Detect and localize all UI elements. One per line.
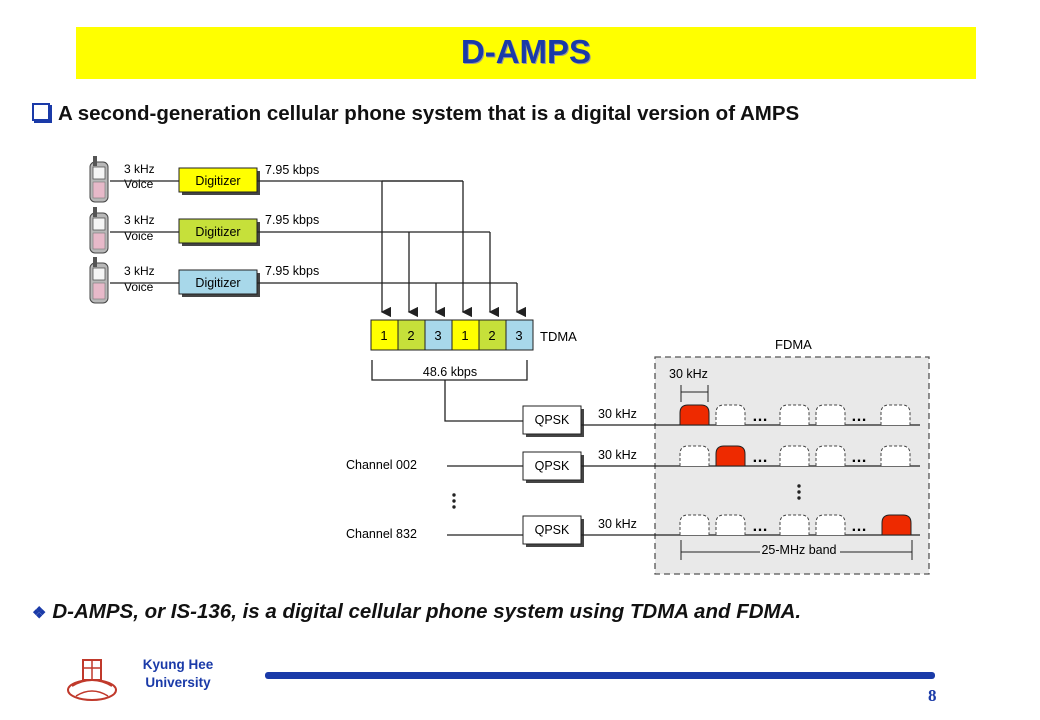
bullet-summary-text: D-AMPS, or IS-136, is a digital cellular… [52, 600, 802, 623]
svg-text:…: … [851, 518, 867, 535]
cell-phone-icon [89, 155, 109, 203]
tdma-slot: 2 [488, 328, 495, 343]
fdma-label: FDMA [775, 337, 812, 352]
slide-title: D-AMPS [460, 33, 592, 70]
bullet-summary: ❖ D-AMPS, or IS-136, is a digital cellula… [32, 600, 801, 624]
university-logo-icon [67, 659, 117, 701]
channel-row-1: QPSK 30 kHz … … [522, 404, 920, 437]
channel-002-label: Channel 002 [346, 458, 417, 472]
channel-row-832: Channel 832 QPSK 30 kHz … … [346, 514, 920, 547]
bullet-intro: A second-generation cellular phone syste… [32, 102, 799, 126]
channel-832-label: Channel 832 [346, 527, 417, 541]
voice-label-top: 3 kHz [124, 264, 155, 278]
tdma-slot: 1 [380, 328, 387, 343]
channel-row-2: Channel 002 QPSK 30 kHz … … [346, 445, 920, 483]
qpsk-label: QPSK [535, 413, 570, 427]
tdma-label: TDMA [540, 329, 577, 344]
tdma-slot: 3 [515, 328, 522, 343]
band-dimension: 25-MHz band [680, 540, 913, 560]
rate-label: 7.95 kbps [265, 163, 319, 177]
band-width-label: 30 kHz [669, 367, 708, 381]
rate-label: 7.95 kbps [265, 264, 319, 278]
voice-label-top: 3 kHz [124, 213, 155, 227]
digitizer-label: Digitizer [195, 174, 240, 188]
svg-text:…: … [851, 408, 867, 425]
band-label: 30 kHz [598, 407, 637, 421]
voice-source-2: 3 kHz Voice Digitizer 7.95 kbps [89, 206, 490, 254]
voice-source-1: 3 kHz Voice Digitizer 7.95 kbps [89, 155, 463, 203]
footer-divider [265, 672, 935, 679]
band-label: 30 kHz [598, 517, 637, 531]
tdma-slot: 2 [407, 328, 414, 343]
bullet-intro-text: A second-generation cellular phone syste… [58, 102, 800, 125]
svg-text:…: … [752, 518, 768, 535]
vertical-ellipsis [452, 484, 801, 509]
voice-label-bottom: Voice [124, 229, 154, 243]
digitizer-label: Digitizer [195, 225, 240, 239]
tdma-slot: 1 [461, 328, 468, 343]
voice-source-3: 3 kHz Voice Digitizer 7.95 kbps [89, 256, 517, 304]
svg-text:…: … [752, 408, 768, 425]
voice-label-bottom: Voice [124, 280, 154, 294]
rate-label: 7.95 kbps [265, 213, 319, 227]
multiplex-arrows [380, 180, 527, 318]
svg-text:…: … [851, 449, 867, 466]
university-name: Kyung Hee University [142, 657, 214, 690]
band-label: 30 kHz [598, 448, 637, 462]
tdma-frame: 1 2 3 1 2 3 TDMA 48.6 kbps [370, 319, 577, 422]
title-bar: D-AMPS [76, 27, 976, 79]
digitizer-label: Digitizer [195, 276, 240, 290]
voice-label-top: 3 kHz [124, 162, 155, 176]
tdma-rate-label: 48.6 kbps [423, 365, 477, 379]
cell-phone-icon [89, 256, 109, 304]
diamond-bullet-icon: ❖ [32, 605, 47, 622]
qpsk-label: QPSK [535, 459, 570, 473]
page-number: 8 [928, 686, 937, 705]
svg-text:…: … [752, 449, 768, 466]
cell-phone-icon [89, 206, 109, 254]
square-bullet-icon [32, 103, 50, 121]
tdma-slot: 3 [434, 328, 441, 343]
qpsk-label: QPSK [535, 523, 570, 537]
voice-label-bottom: Voice [124, 177, 154, 191]
band-total-label: 25-MHz band [761, 543, 836, 557]
